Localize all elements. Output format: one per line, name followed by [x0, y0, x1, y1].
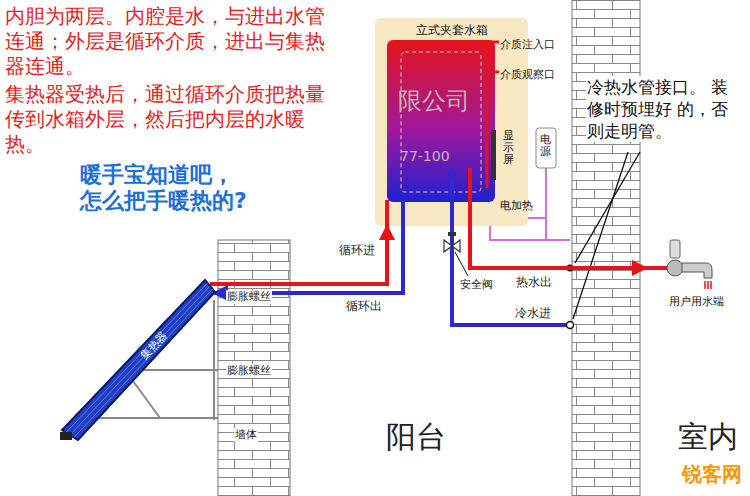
tap-pipe [646, 266, 668, 270]
leader-line [455, 252, 468, 276]
tank-pipe [403, 168, 452, 226]
collector-foot [60, 432, 72, 440]
tank-drawing [375, 18, 520, 226]
text-label: 显示屏 [503, 130, 514, 166]
medium-pipe [487, 42, 499, 188]
text-label: 集热器受热后，通过循环介质把热量 传到水箱外层，然后把内层的水暖 热。 [5, 82, 343, 157]
power-plug [536, 128, 556, 168]
text-label: 电加热 [500, 199, 533, 213]
drawing-line [452, 236, 453, 246]
pipe-connector [210, 226, 387, 284]
text-label: 暖手宝知道吧， 怎么把手暖热的? [80, 162, 252, 215]
drawing-rect [448, 232, 456, 236]
user-tap: 用户用水端 [646, 232, 746, 310]
node-label: 用户用水端 [646, 294, 746, 309]
pipe-label: 循环出 [345, 299, 383, 314]
collector-plate [62, 280, 215, 440]
pipe-connector [214, 226, 403, 293]
right-wall [572, 0, 640, 496]
water-drops [705, 281, 711, 289]
tap-drawing [646, 232, 738, 292]
text-label: 电源 [540, 134, 551, 158]
leader-line [575, 152, 640, 263]
pipe-joint [567, 322, 574, 329]
pipe-label: 热水出 [515, 275, 553, 290]
tank-jacket [387, 40, 495, 202]
text-label: 膨胀螺丝 [226, 364, 272, 378]
support-strut [80, 417, 218, 419]
collector-tube [74, 289, 213, 438]
pipe-connector [470, 226, 646, 268]
watermark: 77-100 [400, 148, 450, 166]
tap-spout [682, 263, 712, 278]
node-label: 立式夹套水箱 [375, 22, 528, 39]
text-label: 阳台 [386, 418, 446, 456]
left-wall [218, 240, 290, 496]
text-label: 介质注入口 [500, 38, 555, 52]
pipe-label: 循环进 [338, 243, 376, 258]
text-label: 锐客网 [682, 462, 742, 487]
text-label: 安全阀 [460, 278, 493, 292]
safety-valve [444, 232, 460, 252]
text-label: 室内 [678, 418, 738, 456]
watermark: 限公司 [398, 86, 470, 116]
tap-handle [670, 240, 680, 258]
text-label: 介质观察口 [500, 68, 555, 82]
tap-valve [667, 260, 683, 276]
collector-tube [70, 286, 210, 435]
text-label: 冷水进 [515, 306, 551, 321]
text-label: 内胆为两层。内腔是水，与进出水管 连通；外层是循环介质，进出与集热 器连通。 [5, 4, 343, 79]
text-label: 膨胀螺丝 [226, 290, 272, 304]
collector-panel: 集热器 [58, 278, 218, 444]
leader-line [573, 152, 628, 319]
text-label: 冷热水管接口。 装修时预埋好 的，否则走明管。 [586, 76, 730, 142]
collector-drawing [58, 278, 218, 444]
collector-tube [66, 283, 208, 433]
tank-pipe [387, 168, 470, 226]
support-post [213, 300, 215, 420]
text-label: 墙体 [234, 428, 258, 442]
display-bar [491, 130, 496, 180]
